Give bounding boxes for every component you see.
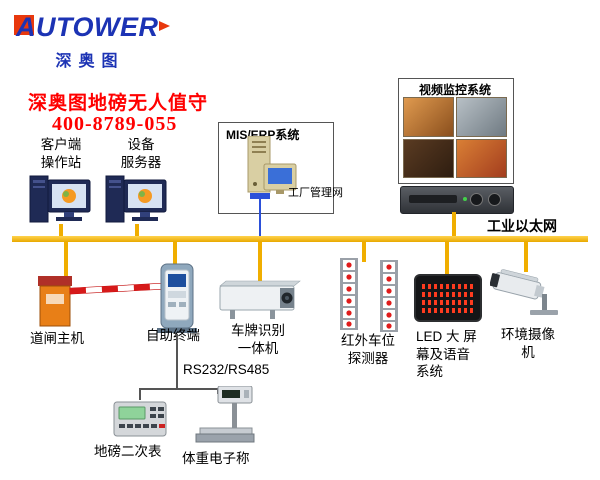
client-computer-drop-line [59, 224, 63, 236]
lpr-camera-label: 车牌识别 一体机 [231, 323, 285, 356]
serial-branch-line [139, 388, 219, 390]
device-server-label: 设备 服务器 [120, 137, 162, 170]
phone-number: 400-8789-055 [52, 113, 178, 135]
infrared-detector-icon [340, 258, 398, 332]
serial-bus-label: RS232/RS485 [183, 362, 270, 377]
kiosk-drop-line [173, 242, 177, 264]
lpr-camera-icon [219, 280, 301, 319]
electronic-scale-label: 体重电子称 [182, 451, 250, 466]
kiosk-serial-line [176, 334, 178, 388]
factory-network-label: 工厂管理网 [288, 187, 343, 199]
led-screen-icon [414, 274, 482, 322]
logo-subtitle: 深奥图 [55, 53, 125, 70]
dvr-recorder-icon [400, 186, 514, 214]
kiosk-label: 自助终端 [146, 328, 200, 343]
camera-drop-line [524, 242, 528, 272]
dvr-button [470, 193, 483, 206]
client-station-label: 客户端 操作站 [40, 137, 82, 170]
led-text-row [422, 300, 474, 305]
logo-row: AUTOWER [14, 12, 170, 42]
electronic-scale-icon [195, 386, 255, 443]
barrier-gate-label: 道闸主机 [30, 331, 84, 346]
led-screen-label: LED 大 屏 幕及语音 系统 [416, 329, 477, 380]
camera-thumbnails [403, 97, 507, 178]
ethernet-bus-line [12, 236, 588, 242]
mis-erp-title: MIS/ERP系统 [226, 128, 300, 142]
dvr-disc-slot [409, 195, 457, 203]
camera-thumbnail-1 [403, 97, 454, 137]
logo-arrow-icon [159, 21, 170, 31]
kiosk-icon [157, 263, 197, 333]
server-computer-drop-line [135, 224, 139, 236]
autower-logo: AUTOWER 深奥图 [14, 12, 170, 71]
camera-thumbnail-3 [403, 138, 454, 178]
client-computer-icon [29, 175, 91, 223]
server-computer-icon [105, 175, 167, 223]
mis-to-bus-cable [259, 198, 261, 236]
infrared-detector-label: 红外车位 探测器 [341, 333, 395, 366]
dvr-button [488, 193, 501, 206]
led-text-row [422, 292, 474, 297]
ethernet-bus-label: 工业以太网 [487, 218, 557, 234]
video-surveillance-title: 视频监控系统 [418, 83, 491, 97]
logo-brand-text: AUTOWER [16, 12, 159, 42]
indicator-branch-line [139, 388, 141, 400]
infrared-drop-line [362, 242, 366, 262]
camera-thumbnail-2 [456, 97, 507, 137]
weighbridge-indicator-label: 地磅二次表 [94, 444, 162, 459]
page-title: 深奥图地磅无人值守 [28, 93, 209, 114]
environment-camera-label: 环境摄像 机 [501, 327, 555, 360]
led-drop-line [445, 242, 449, 276]
dvr-drop-line [452, 212, 456, 236]
barrier-gate-icon [38, 276, 167, 327]
lpr-drop-line [258, 242, 262, 284]
mis-server-icon [247, 136, 297, 194]
logo-red-square-icon [14, 15, 34, 35]
led-text-row [422, 308, 474, 313]
network-hub-icon [250, 193, 270, 199]
environment-camera-icon [490, 269, 558, 315]
weighbridge-indicator-icon [113, 401, 167, 437]
dvr-led [463, 197, 467, 201]
barrier-drop-line [64, 242, 68, 278]
camera-thumbnail-4 [456, 138, 507, 178]
led-text-row [422, 284, 474, 289]
